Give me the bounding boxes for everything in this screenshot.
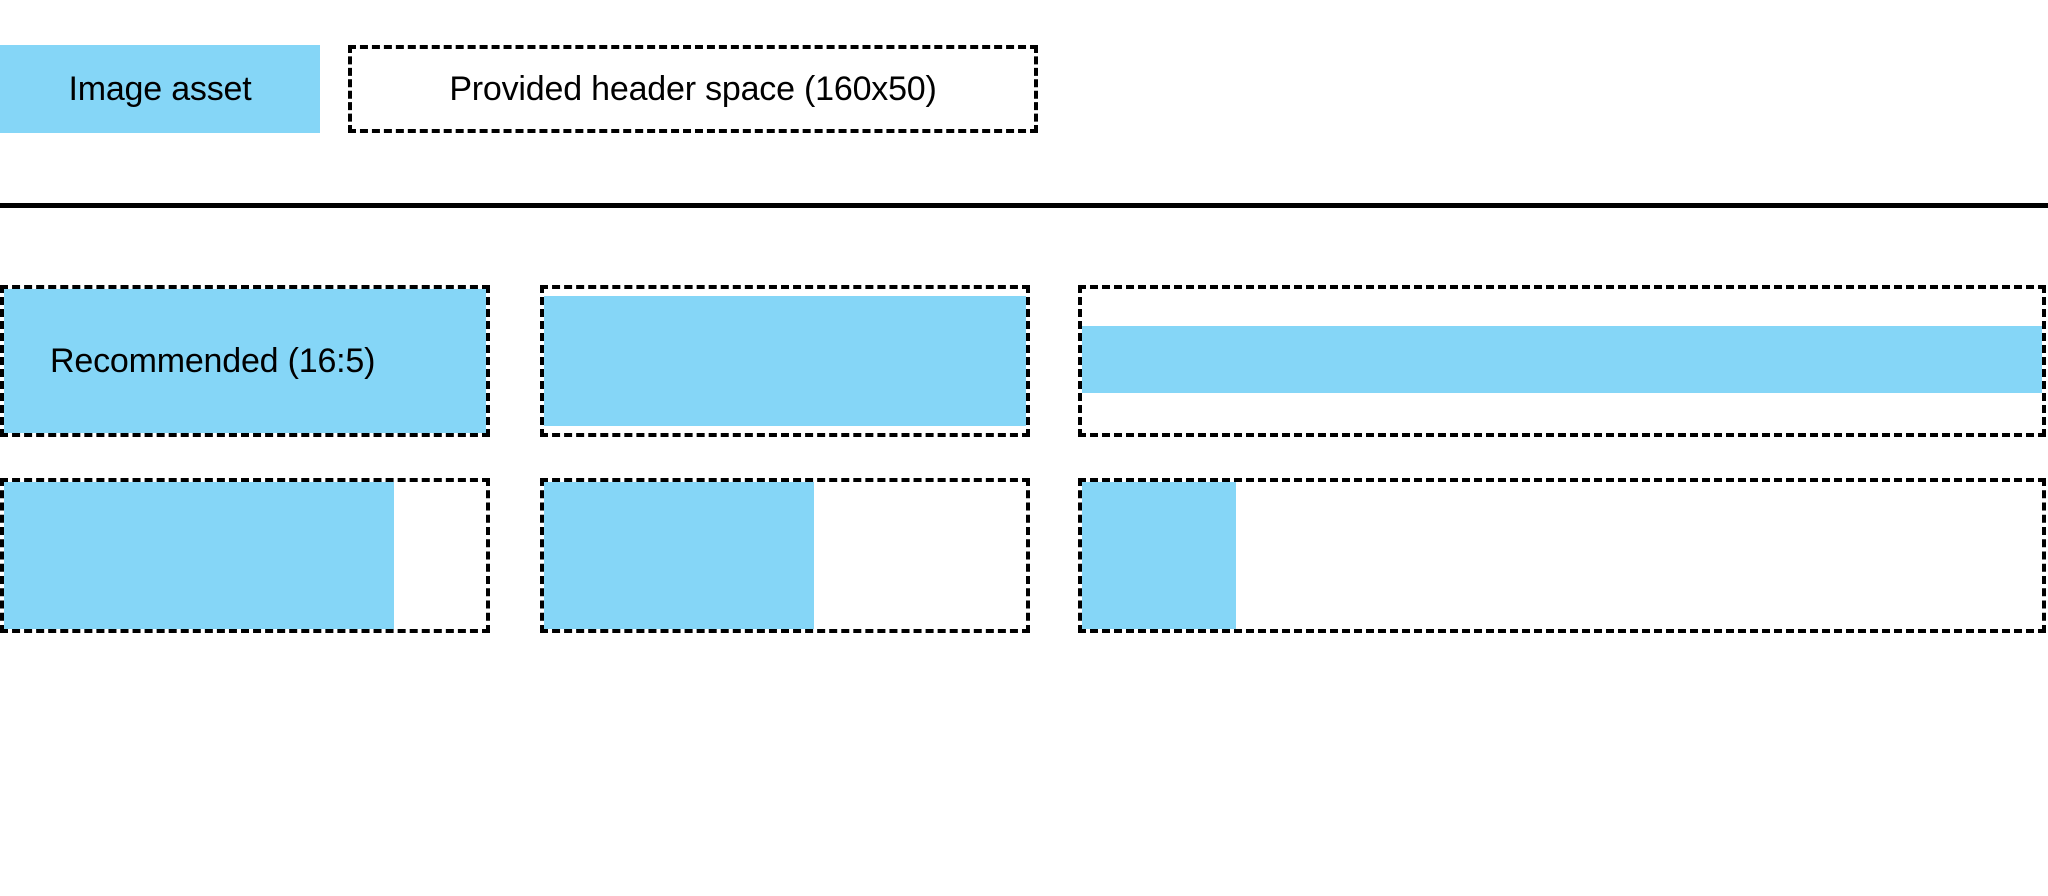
provided-header-space-label: Provided header space (160x50) <box>449 70 937 108</box>
example-fill-pillarboxed-narrow <box>1082 482 1236 629</box>
example-frame-letterboxed-wide <box>1078 285 2046 437</box>
aspect-ratio-examples-grid: Recommended (16:5) <box>0 285 2048 635</box>
section-divider <box>0 203 2048 208</box>
legend-row: Image asset Provided header space (160x5… <box>0 45 2048 133</box>
provided-header-space-box: Provided header space (160x50) <box>348 45 1038 133</box>
example-fill-letterboxed-wide <box>1082 326 2042 393</box>
image-asset-swatch: Image asset <box>0 45 320 133</box>
example-frame-slightly-inset-top-bottom <box>540 285 1030 437</box>
example-frame-pillarboxed-slight <box>0 478 490 633</box>
example-fill-recommended-16-5 <box>4 289 486 433</box>
example-frame-pillarboxed-medium <box>540 478 1030 633</box>
example-fill-pillarboxed-medium <box>544 482 814 629</box>
example-frame-pillarboxed-narrow <box>1078 478 2046 633</box>
example-frame-recommended-16-5: Recommended (16:5) <box>0 285 490 437</box>
example-fill-slightly-inset-top-bottom <box>544 296 1026 426</box>
example-fill-pillarboxed-slight <box>4 482 395 629</box>
image-asset-swatch-label: Image asset <box>68 70 252 108</box>
